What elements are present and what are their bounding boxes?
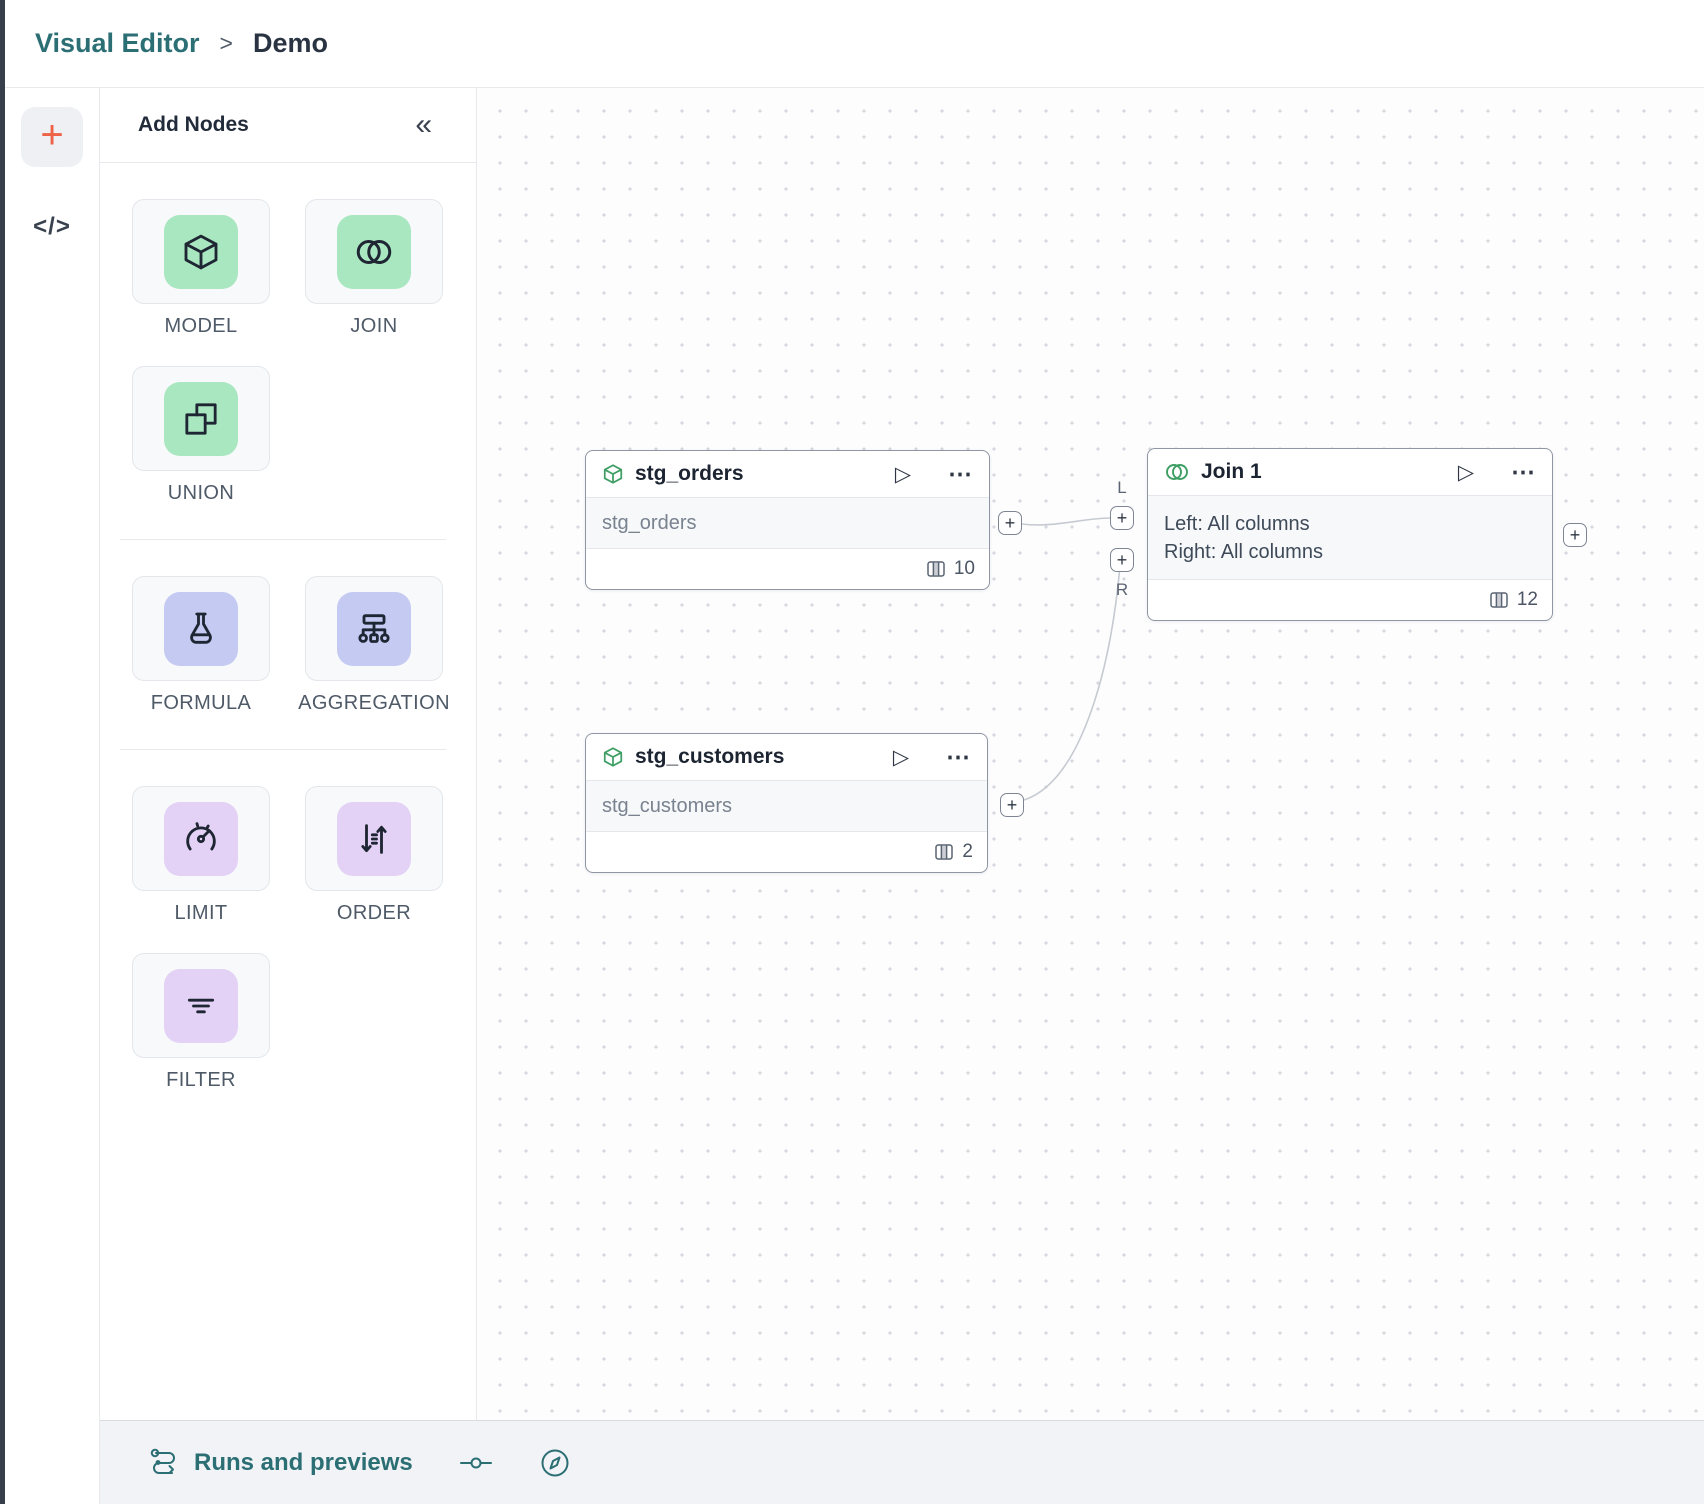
palette-item-limit[interactable]: LIMIT <box>132 786 270 925</box>
node-body: stg_customers <box>586 780 987 832</box>
node-footer: 2 <box>586 832 987 872</box>
panel-title: Add Nodes <box>138 113 249 136</box>
palette-divider <box>120 539 446 540</box>
breadcrumb-separator: > <box>219 30 233 56</box>
palette-item-order[interactable]: ORDER <box>305 786 443 925</box>
node-title: Join 1 <box>1201 460 1262 483</box>
node-footer: 12 <box>1148 580 1552 620</box>
collapse-panel-icon[interactable]: « <box>415 108 432 141</box>
edge-connections <box>1021 517 1121 801</box>
join-left-input-handle[interactable]: + <box>1110 506 1134 530</box>
gauge-icon <box>164 801 238 876</box>
output-handle-stg-customers[interactable]: + <box>1000 793 1024 817</box>
palette-item-filter[interactable]: FILTER <box>132 953 270 1092</box>
git-commit-icon[interactable] <box>459 1453 493 1473</box>
column-count: 12 <box>1516 589 1538 610</box>
node-join-1[interactable]: Join 1 ▷ ⋯ Left: All columns Right: All … <box>1147 448 1553 621</box>
node-header: Join 1 ▷ ⋯ <box>1148 449 1552 495</box>
add-nodes-panel: Add Nodes « MODEL JOIN <box>100 88 477 1420</box>
sort-icon <box>337 801 411 876</box>
node-menu-button[interactable]: ⋯ <box>948 460 973 488</box>
model-cube-icon <box>602 746 624 768</box>
add-node-button[interactable]: + <box>21 107 83 167</box>
join-right-input-label: R <box>1115 580 1129 599</box>
bottom-status-bar: Runs and previews <box>100 1420 1704 1504</box>
palette-item-join[interactable]: JOIN <box>305 199 443 338</box>
top-bar: Visual Editor > Demo <box>5 0 1704 88</box>
node-body: Left: All columns Right: All columns <box>1148 495 1552 580</box>
union-icon <box>164 381 238 456</box>
route-icon <box>148 1445 180 1480</box>
node-menu-button[interactable]: ⋯ <box>1511 458 1536 486</box>
node-menu-button[interactable]: ⋯ <box>946 743 971 771</box>
cube-icon <box>164 214 238 289</box>
column-count: 10 <box>953 558 975 579</box>
palette-body: MODEL JOIN UNION <box>100 163 476 1092</box>
node-title: stg_customers <box>635 745 785 768</box>
node-header: stg_customers ▷ ⋯ <box>586 734 987 780</box>
node-body: stg_orders <box>586 497 989 549</box>
plus-icon: + <box>40 113 64 157</box>
columns-icon <box>1489 590 1509 610</box>
node-stg-customers[interactable]: stg_customers ▷ ⋯ stg_customers 2 <box>585 733 988 873</box>
join-left-input-label: L <box>1117 478 1127 497</box>
add-nodes-header: Add Nodes « <box>100 88 476 163</box>
columns-icon <box>934 842 954 862</box>
palette-group-source: MODEL JOIN UNION <box>132 199 456 505</box>
run-node-button[interactable]: ▷ <box>892 745 909 769</box>
node-title: stg_orders <box>635 462 744 485</box>
breadcrumb-app-link[interactable]: Visual Editor <box>35 28 200 58</box>
code-view-button[interactable]: </> <box>33 213 71 241</box>
left-rail: + </> <box>5 88 100 1504</box>
palette-item-union[interactable]: UNION <box>132 366 270 505</box>
palette-group-transform: FORMULA AGGREGATION <box>132 576 456 715</box>
join-circles-icon <box>1164 462 1190 482</box>
node-stg-orders[interactable]: stg_orders ▷ ⋯ stg_orders 10 <box>585 450 990 590</box>
runs-and-previews-toggle[interactable]: Runs and previews <box>148 1445 413 1480</box>
column-count: 2 <box>962 841 973 862</box>
filter-icon <box>164 968 238 1043</box>
run-node-button[interactable]: ▷ <box>1457 460 1474 484</box>
code-icon: </> <box>33 213 71 240</box>
sitemap-icon <box>337 591 411 666</box>
node-footer: 10 <box>586 549 989 589</box>
flask-icon <box>164 591 238 666</box>
window-edge <box>0 0 5 1504</box>
palette-divider <box>120 749 446 750</box>
output-handle-stg-orders[interactable]: + <box>998 511 1022 535</box>
node-header: stg_orders ▷ ⋯ <box>586 451 989 497</box>
run-node-button[interactable]: ▷ <box>894 462 911 486</box>
pipeline-canvas[interactable]: stg_orders ▷ ⋯ stg_orders 10 <box>477 88 1704 1504</box>
breadcrumb-current-page: Demo <box>252 28 328 58</box>
join-icon <box>337 214 411 289</box>
model-cube-icon <box>602 463 624 485</box>
palette-item-model[interactable]: MODEL <box>132 199 270 338</box>
runs-and-previews-label: Runs and previews <box>194 1448 413 1476</box>
output-handle-join-1[interactable]: + <box>1563 523 1587 547</box>
palette-item-formula[interactable]: FORMULA <box>132 576 270 715</box>
palette-group-shape: LIMIT ORDER FILTER <box>132 786 456 1092</box>
palette-item-aggregation[interactable]: AGGREGATION <box>298 576 450 715</box>
columns-icon <box>926 559 946 579</box>
join-right-input-handle[interactable]: + <box>1110 548 1134 572</box>
compass-icon[interactable] <box>539 1447 571 1479</box>
